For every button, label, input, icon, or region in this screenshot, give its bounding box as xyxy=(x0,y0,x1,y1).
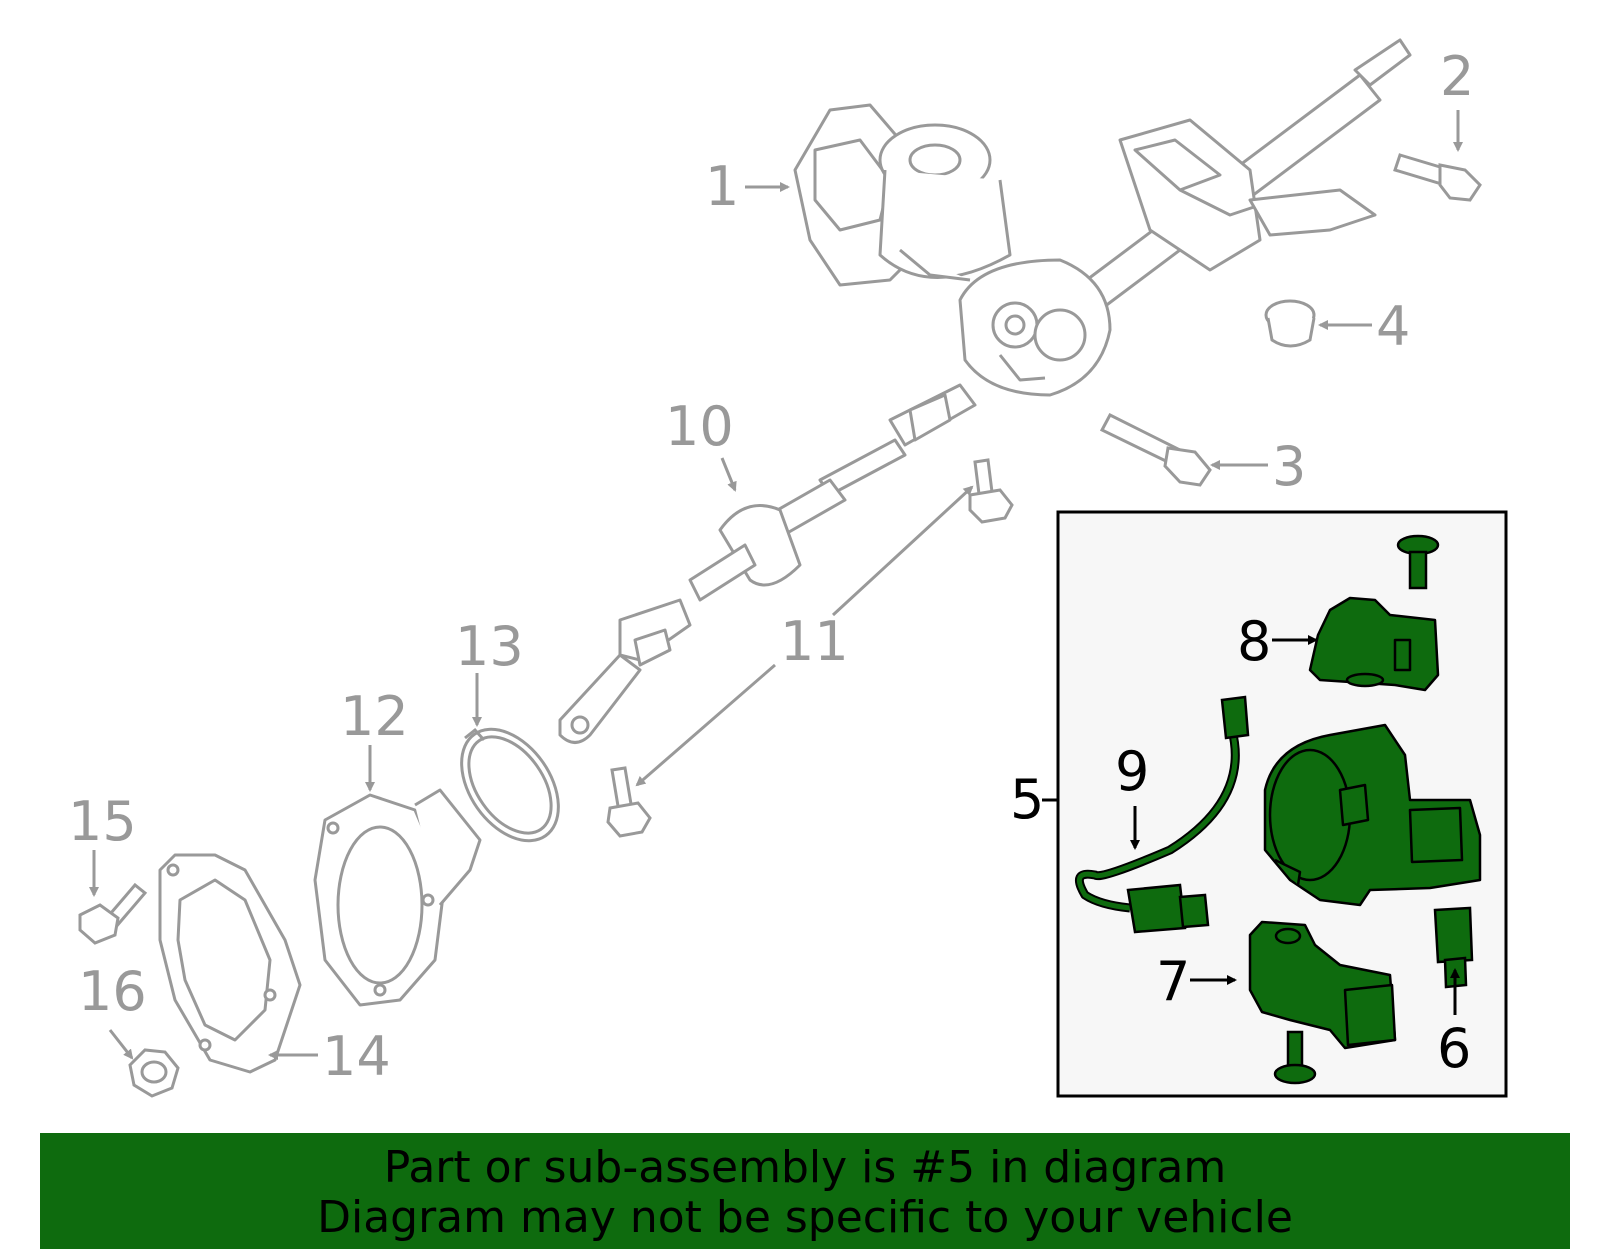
intermediate-shaft-part-10 xyxy=(558,383,977,744)
callout-6: 6 xyxy=(1437,1017,1471,1080)
callout-3: 3 xyxy=(1272,435,1306,498)
screw-top xyxy=(1396,534,1440,590)
callout-14: 14 xyxy=(322,1025,391,1088)
connector-part-6 xyxy=(1433,906,1474,989)
wire-harness-part-9 xyxy=(1074,695,1250,934)
cover-plate-part-14 xyxy=(158,853,302,1074)
banner-line-1: Part or sub-assembly is #5 in diagram xyxy=(383,1142,1227,1193)
inset-leader-lines xyxy=(1130,635,1460,1015)
callout-15: 15 xyxy=(68,790,137,853)
callout-2: 2 xyxy=(1440,45,1474,108)
lock-housing-part-8 xyxy=(1308,596,1440,692)
callout-12: 12 xyxy=(340,685,409,748)
callout-10: 10 xyxy=(665,395,734,458)
screw-bottom xyxy=(1273,1030,1317,1085)
callout-7: 7 xyxy=(1156,950,1190,1013)
callout-16: 16 xyxy=(78,960,147,1023)
info-banner: Part or sub-assembly is #5 in diagram Di… xyxy=(40,1133,1570,1249)
callout-1: 1 xyxy=(705,155,739,218)
boot-part-12 xyxy=(313,788,482,1007)
banner-line-2: Diagram may not be specific to your vehi… xyxy=(317,1192,1293,1243)
bushing-part-4 xyxy=(1264,299,1316,348)
callout-13: 13 xyxy=(455,615,524,678)
ignition-switch-body xyxy=(1263,723,1482,907)
bolt-part-2 xyxy=(1393,153,1482,202)
bolt-part-11-lower xyxy=(606,766,652,838)
leader-lines xyxy=(89,110,1463,1060)
switch-module-part-7 xyxy=(1248,920,1397,1050)
callout-9: 9 xyxy=(1115,740,1149,803)
bolt-part-3 xyxy=(1099,413,1212,487)
bolt-part-11-upper xyxy=(968,458,1014,524)
steering-column-assembly xyxy=(793,38,1412,397)
callout-8: 8 xyxy=(1237,610,1271,673)
clamp-part-13 xyxy=(460,727,560,843)
nut-part-16 xyxy=(128,1048,180,1098)
callout-4: 4 xyxy=(1376,295,1410,358)
callout-5: 5 xyxy=(1010,768,1044,831)
callout-11: 11 xyxy=(780,610,849,673)
bolt-part-15 xyxy=(78,882,148,945)
